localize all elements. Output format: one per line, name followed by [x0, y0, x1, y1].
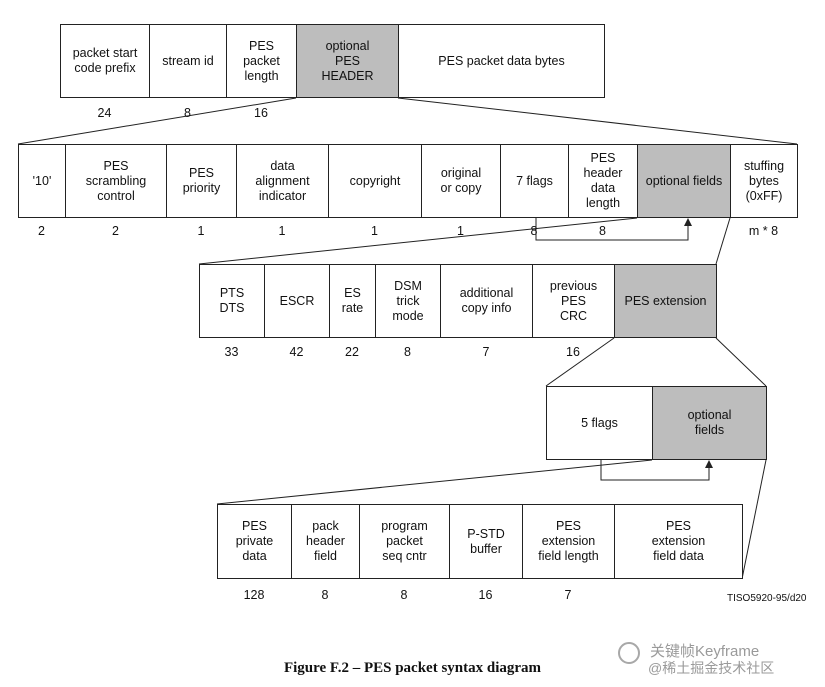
figure-reference: TISO5920-95/d20 — [727, 593, 807, 604]
wechat-logo-icon — [618, 642, 640, 664]
bit-count: m * 8 — [748, 224, 779, 238]
field-box: copyright — [328, 144, 422, 218]
expand-line-left — [216, 459, 653, 505]
field-box: additional copy info — [440, 264, 533, 338]
figure-caption: Figure F.2 – PES packet syntax diagram — [283, 660, 542, 676]
field-box: PES extension field length — [522, 504, 615, 579]
expand-line-right — [397, 97, 798, 145]
bit-count: 128 — [243, 588, 265, 602]
expand-line-right — [741, 459, 767, 580]
field-box: DSM trick mode — [375, 264, 441, 338]
field-box: ES rate — [329, 264, 376, 338]
bit-count: 7 — [564, 588, 572, 602]
field-box: PES header data length — [568, 144, 638, 218]
bit-count: 16 — [566, 345, 580, 359]
field-box: 5 flags — [546, 386, 653, 460]
field-box: PES scrambling control — [65, 144, 167, 218]
bit-count: 8 — [321, 588, 329, 602]
field-box: stream id — [149, 24, 227, 98]
bit-count: 42 — [289, 345, 304, 359]
bit-count: 16 — [254, 106, 268, 120]
expand-line-right — [715, 217, 731, 265]
field-box: PES packet data bytes — [398, 24, 605, 98]
bit-count: 8 — [400, 588, 408, 602]
field-box: optional PES HEADER — [296, 24, 399, 98]
field-box: optional fields — [652, 386, 767, 460]
bit-count: 33 — [224, 345, 239, 359]
field-box: '10' — [18, 144, 66, 218]
bit-count: 1 — [457, 224, 464, 238]
field-box: PES extension — [614, 264, 717, 338]
field-box: optional fields — [637, 144, 731, 218]
field-box: PTS DTS — [199, 264, 265, 338]
bit-count: 1 — [371, 224, 378, 238]
field-box: previous PES CRC — [532, 264, 615, 338]
bit-count: 8 — [530, 224, 538, 238]
field-box: ESCR — [264, 264, 330, 338]
field-box: PES packet length — [226, 24, 297, 98]
field-box: PES extension field data — [614, 504, 743, 579]
expand-line-left — [17, 97, 297, 145]
field-box: PES private data — [217, 504, 292, 579]
bit-count: 8 — [599, 224, 606, 238]
bit-count: 1 — [278, 224, 286, 238]
field-box: PES priority — [166, 144, 237, 218]
field-box: stuffing bytes (0xFF) — [730, 144, 798, 218]
bit-count: 7 — [482, 345, 490, 359]
bit-count: 8 — [184, 106, 191, 120]
bit-count: 2 — [112, 224, 119, 238]
field-box: P-STD buffer — [449, 504, 523, 579]
bit-count: 8 — [404, 345, 411, 359]
field-box: program packet seq cntr — [359, 504, 450, 579]
bit-count: 24 — [97, 106, 112, 120]
bit-count: 16 — [478, 588, 493, 602]
expand-line-left — [545, 337, 615, 387]
bit-count: 1 — [197, 224, 205, 238]
watermark-line-2: @稀土掘金技术社区 — [648, 660, 775, 676]
bit-count: 22 — [345, 345, 359, 359]
watermark-line-1: 关键帧Keyframe — [650, 643, 760, 660]
expand-line-left — [198, 217, 638, 265]
field-box: original or copy — [421, 144, 501, 218]
bit-count: 2 — [38, 224, 45, 238]
flags-arrow — [535, 218, 692, 241]
field-box: 7 flags — [500, 144, 569, 218]
field-box: pack header field — [291, 504, 360, 579]
expand-line-right — [715, 337, 767, 387]
flags-arrow — [600, 460, 713, 481]
field-box: packet start code prefix — [60, 24, 150, 98]
field-box: data alignment indicator — [236, 144, 329, 218]
